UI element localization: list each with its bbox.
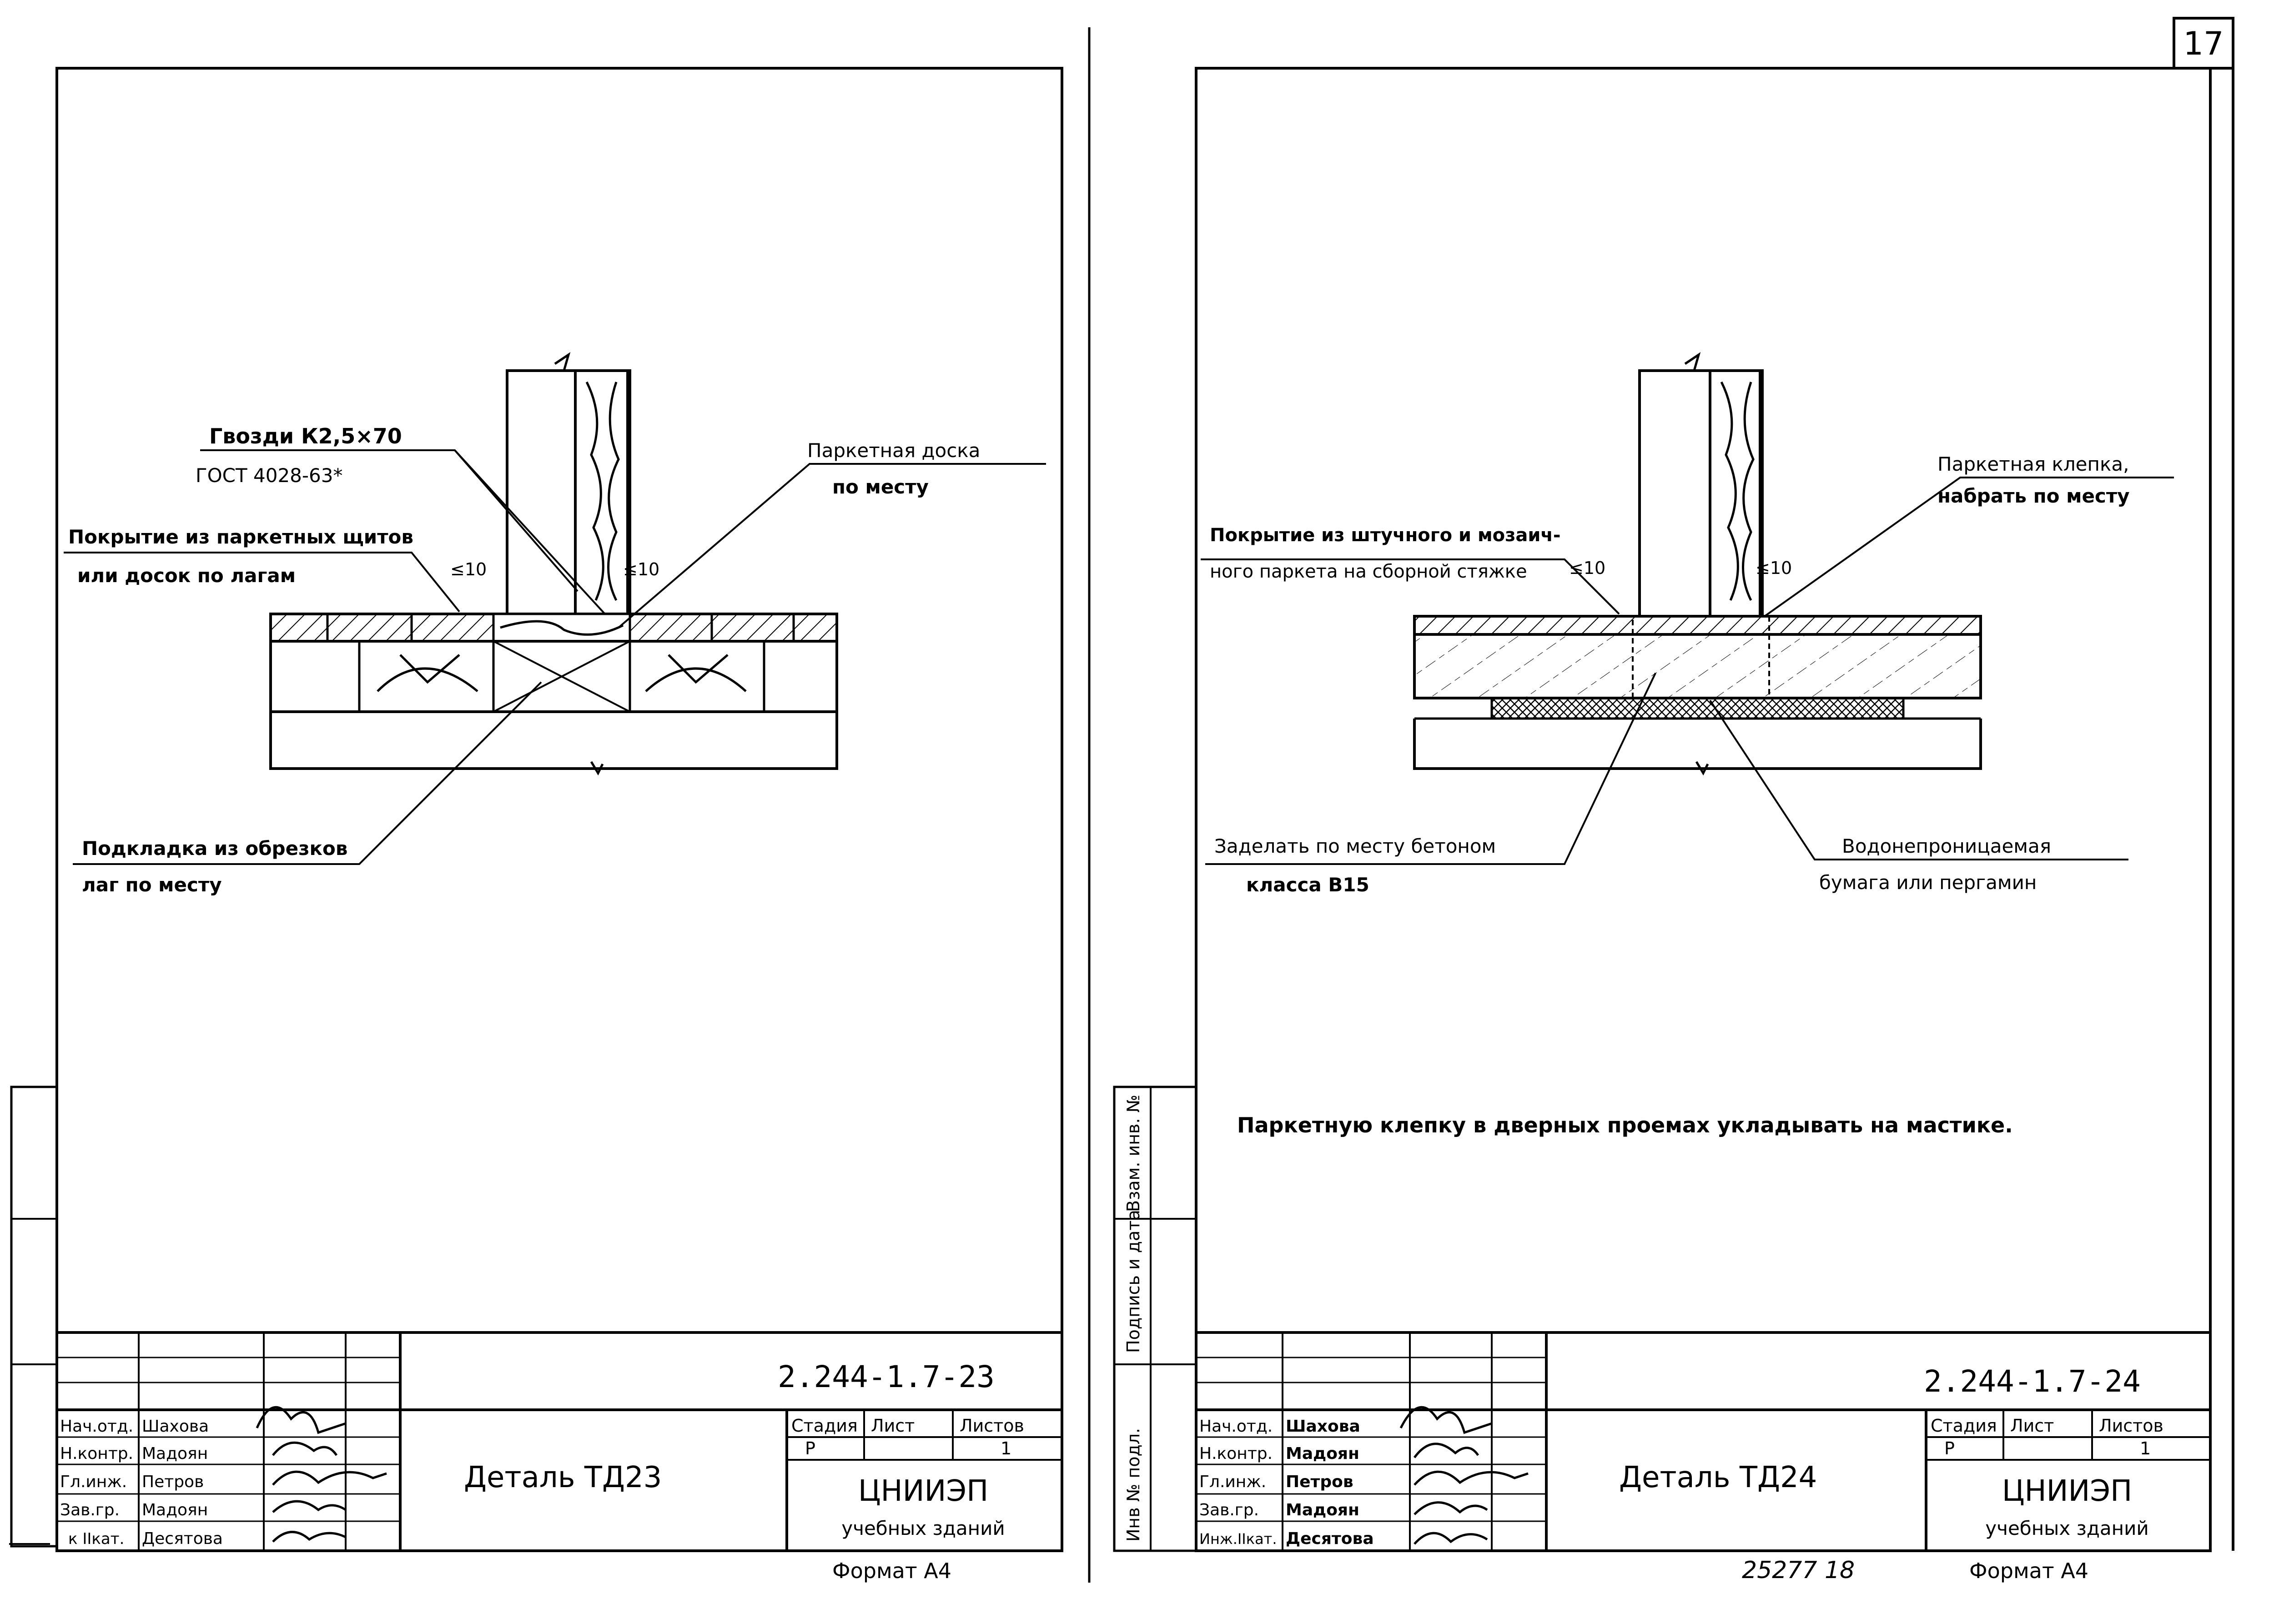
label-klepka-1: Паркетная клепка, <box>1937 453 2129 475</box>
detail-title-right: Деталь ТД24 <box>1619 1461 1817 1494</box>
role: Гл.инж. <box>1199 1473 1266 1491</box>
sheets-header-right: Листов <box>2099 1416 2163 1436</box>
name: Шахова <box>142 1417 209 1436</box>
role: Зав.гр. <box>60 1501 120 1519</box>
doc-code-right: 2.244-1.7-24 <box>1924 1364 2141 1399</box>
name: Мадоян <box>142 1501 208 1519</box>
role: Нач.отд. <box>1199 1417 1273 1436</box>
page-number: 17 <box>2183 25 2224 62</box>
name: Петров <box>142 1473 204 1491</box>
label-in-place: по месту <box>832 476 929 498</box>
side-stamp: Инв № подл. Подпись и дата Взам. инв. № <box>1113 1086 1197 1552</box>
doc-code-left: 2.244-1.7-23 <box>778 1359 995 1394</box>
sheets-header-left: Листов <box>960 1416 1024 1436</box>
org-left-1: ЦНИИЭП <box>858 1474 988 1508</box>
name: Мадоян <box>142 1444 208 1463</box>
label-klepka-2: набрать по месту <box>1937 485 2130 507</box>
label-pad-2: лаг по месту <box>82 874 222 896</box>
staff-rows-right: Нач.отд. Шахова Н.контр. Мадоян Гл.инж. … <box>1199 1417 1374 1548</box>
left-side-stub <box>10 1086 58 1548</box>
label-parquet-board: Паркетная доска <box>807 439 980 462</box>
signatures-left <box>256 1406 387 1543</box>
label-cover-r1: Покрытие из штучного и мозаич- <box>1210 525 1560 546</box>
stage-left: Р <box>805 1438 815 1458</box>
org-right-2: учебных зданий <box>1985 1517 2148 1539</box>
sheet-header-right: Лист <box>2010 1416 2054 1436</box>
format-right: Формат А4 <box>1969 1559 2088 1583</box>
page-number-box <box>2173 17 2234 70</box>
sheets-right: 1 <box>2140 1438 2151 1458</box>
stamp-sign: Подпись и дата <box>1123 1210 1143 1353</box>
title-block-right <box>1196 1331 2210 1551</box>
sheets-left: 1 <box>1001 1438 1011 1458</box>
org-left-2: учебных зданий <box>841 1517 1005 1539</box>
role: Н.контр. <box>60 1444 133 1463</box>
label-cover-r2: ного паркета на сборной стяжке <box>1210 561 1527 582</box>
role: Н.контр. <box>1199 1444 1273 1463</box>
name: Мадоян <box>1286 1501 1359 1519</box>
title-block-left <box>57 1331 1062 1551</box>
name: Десятова <box>142 1529 223 1548</box>
name: Мадоян <box>1286 1444 1359 1463</box>
detail-title-left: Деталь ТД23 <box>464 1461 662 1494</box>
name: Десятова <box>1286 1529 1374 1548</box>
name: Петров <box>1286 1473 1353 1491</box>
stamp-vzam: Взам. инв. № <box>1123 1095 1143 1212</box>
detail-td23 <box>64 352 1046 865</box>
staff-rows-left: Нач.отд. Шахова Н.контр. Мадоян Гл.инж. … <box>60 1417 223 1548</box>
detail-td24 <box>1201 352 2174 865</box>
signatures-right <box>1399 1406 1529 1545</box>
role: Нач.отд. <box>60 1417 133 1436</box>
label-cover-2: или досок по лагам <box>77 564 296 587</box>
label-concrete-1: Заделать по месту бетоном <box>1214 835 1496 857</box>
bottom-number: 25277 18 <box>1742 1557 1855 1584</box>
note-text: Паркетную клепку в дверных проемах уклад… <box>1237 1113 2013 1137</box>
sheet-header-left: Лист <box>871 1416 915 1436</box>
label-paper-2: бумага или пергамин <box>1819 871 2037 894</box>
left-frame <box>55 67 1063 1552</box>
label-gap-r2: ≤10 <box>1756 558 1792 578</box>
label-cover-1: Покрытие из паркетных щитов <box>68 526 413 548</box>
stage-header-left: Стадия <box>791 1416 858 1436</box>
stage-right: Р <box>1944 1438 1955 1458</box>
label-paper-1: Водонепроницаемая <box>1842 835 2051 857</box>
label-nails: Гвозди К2,5×70 <box>209 424 402 448</box>
label-concrete-2: класса В15 <box>1246 874 1369 896</box>
label-gap-r1: ≤10 <box>1569 558 1605 578</box>
role: Зав.гр. <box>1199 1501 1259 1519</box>
label-pad-1: Подкладка из обрезков <box>82 837 347 860</box>
role: к IIкат. <box>68 1530 124 1548</box>
role: Гл.инж. <box>60 1473 127 1491</box>
label-gost: ГОСТ 4028-63* <box>196 464 343 487</box>
org-right-1: ЦНИИЭП <box>2002 1474 2132 1508</box>
label-gap-2: ≤10 <box>623 559 659 579</box>
label-gap-1: ≤10 <box>450 559 487 579</box>
name: Шахова <box>1286 1417 1360 1436</box>
role: Инж.IIкат. <box>1199 1530 1277 1548</box>
format-left: Формат А4 <box>832 1559 951 1583</box>
stage-header-right: Стадия <box>1931 1416 1997 1436</box>
right-frame <box>1195 67 2212 1552</box>
stamp-inv: Инв № подл. <box>1123 1428 1143 1542</box>
